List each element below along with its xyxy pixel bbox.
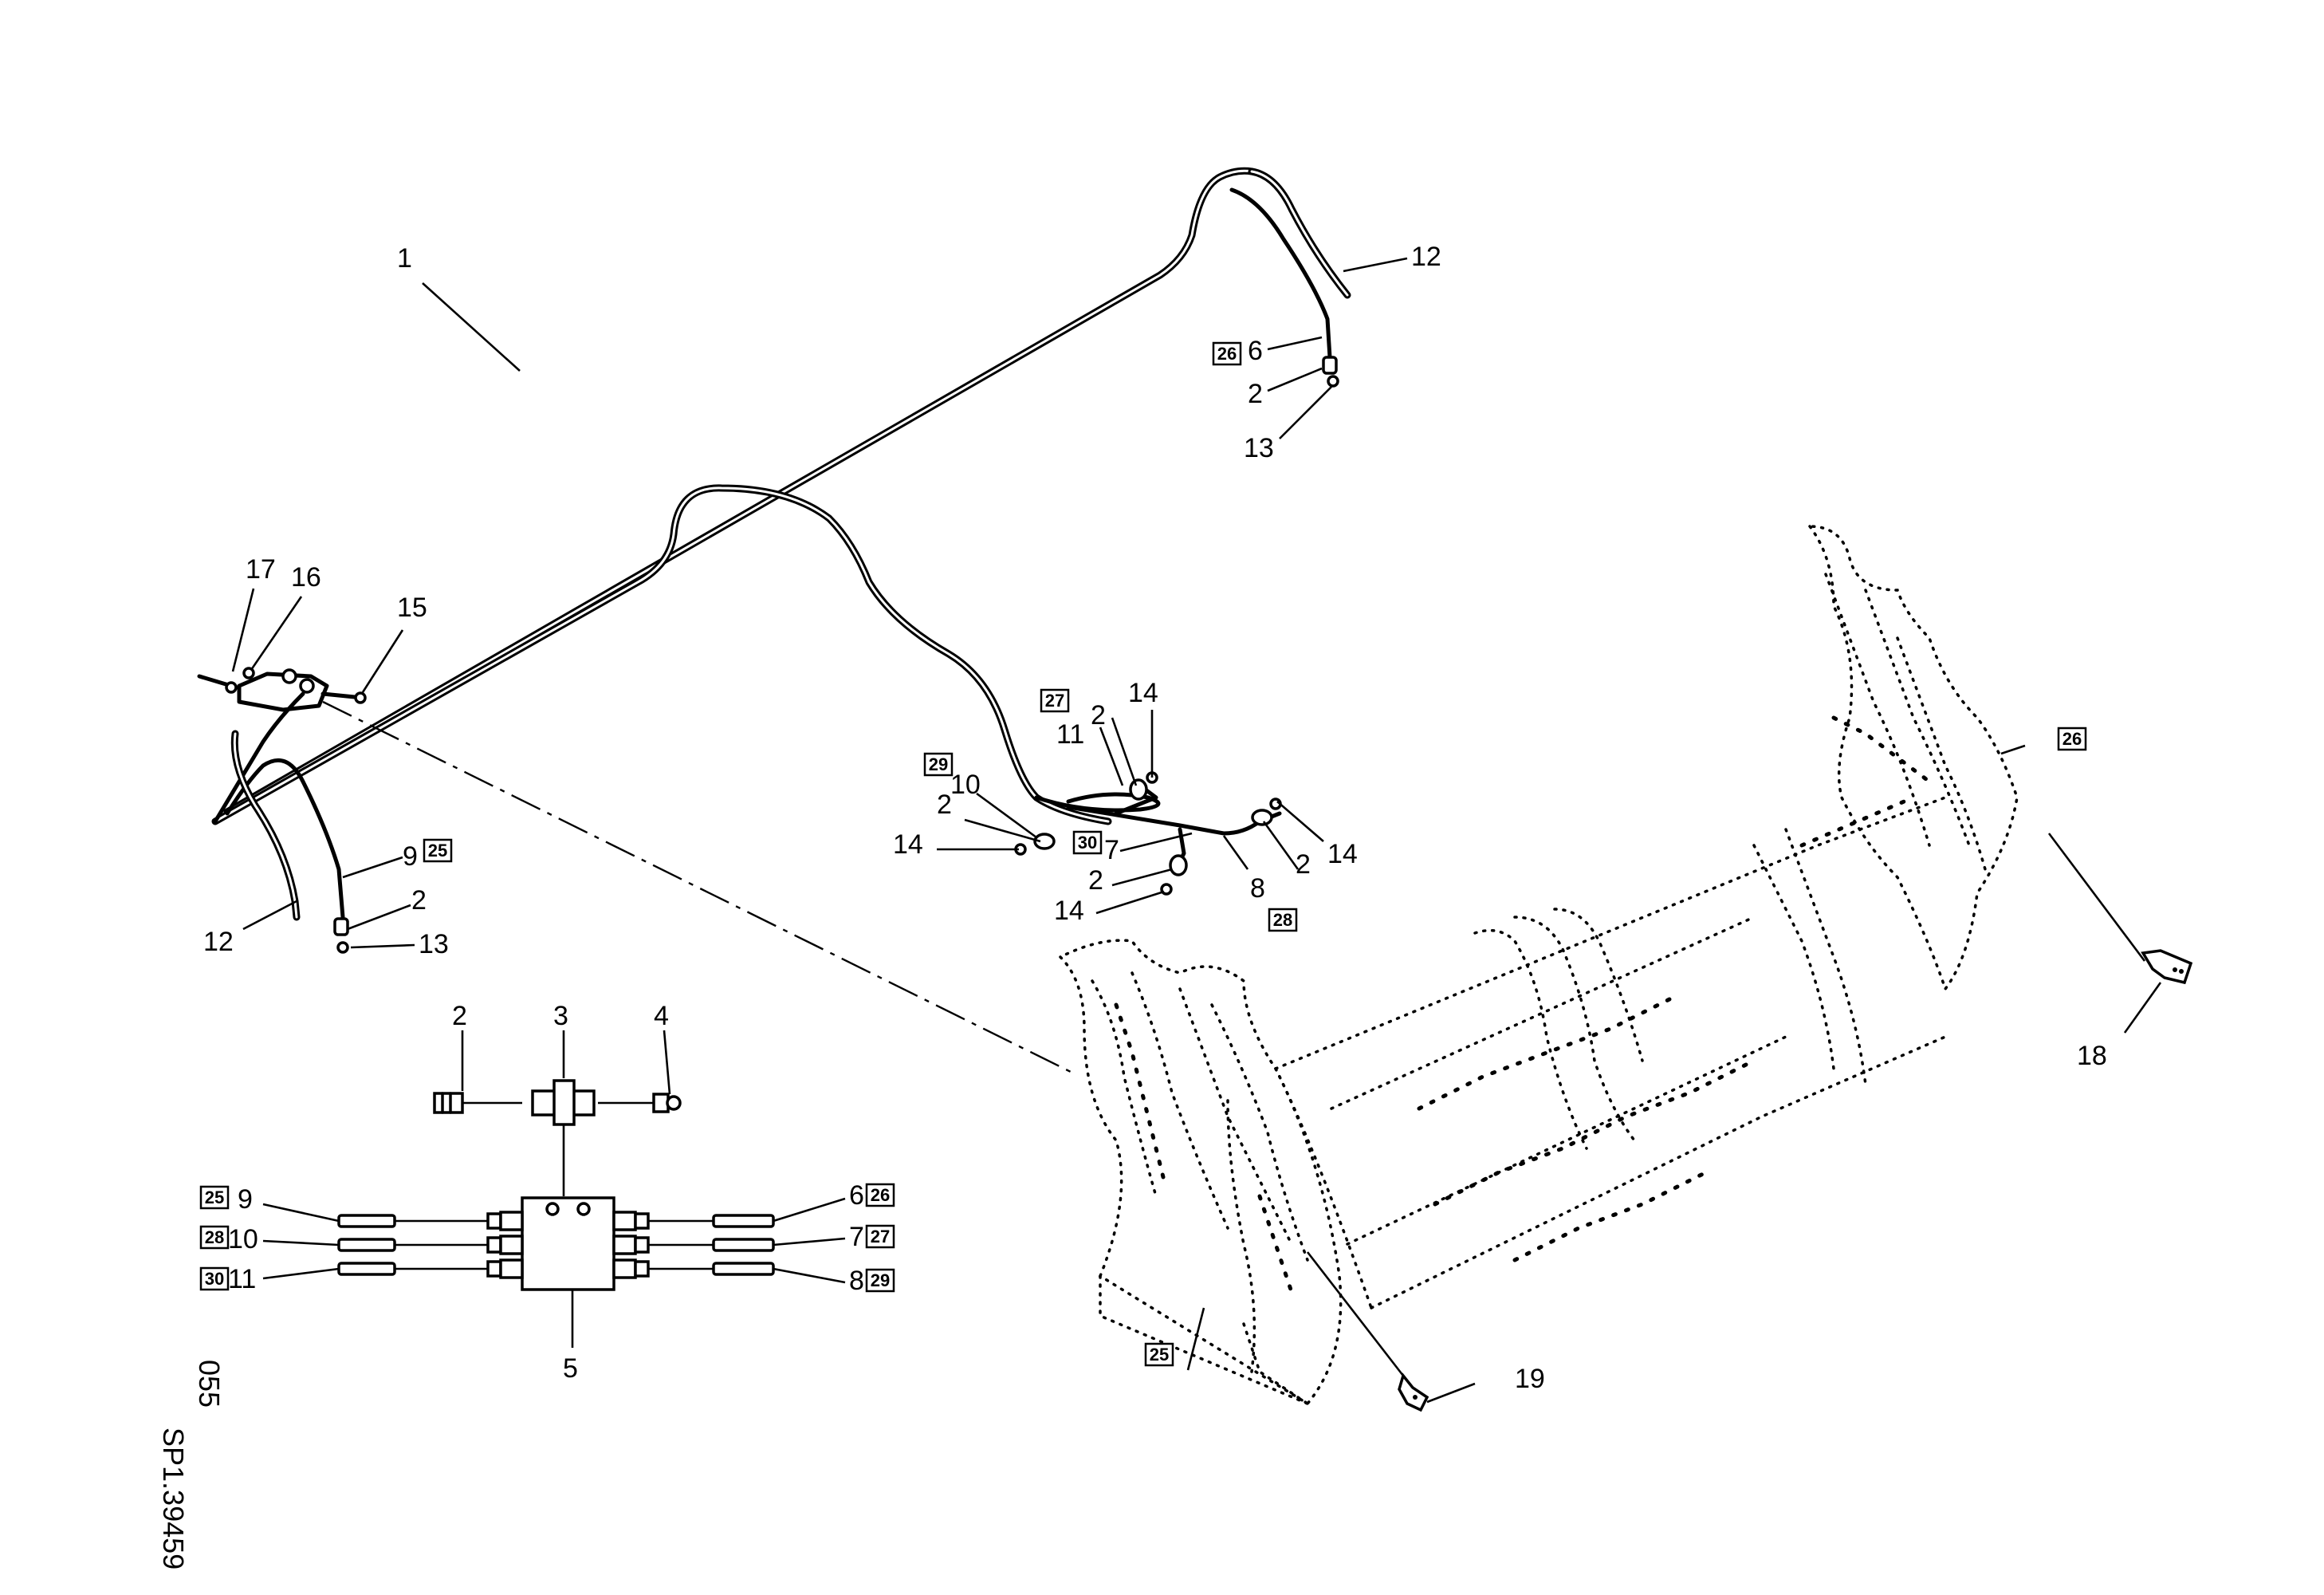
- drawing-code: SP1.39459: [157, 1428, 190, 1569]
- callout-11-detail: 11: [228, 1264, 256, 1294]
- box-29-mid: 29: [923, 752, 954, 777]
- svg-text:26: 26: [1217, 344, 1237, 364]
- callout-2-detail: 2: [452, 1001, 467, 1031]
- svg-text:26: 26: [2063, 729, 2082, 749]
- callout-15: 15: [397, 593, 427, 623]
- svg-text:25: 25: [205, 1187, 224, 1207]
- drawing-suffix: 055: [193, 1360, 226, 1408]
- callout-1: 1: [397, 243, 412, 274]
- callout-19: 19: [1515, 1364, 1545, 1394]
- callout-12-left: 12: [203, 927, 234, 957]
- box-25-detail: 25: [199, 1185, 230, 1210]
- svg-text:27: 27: [1045, 691, 1064, 711]
- box-25-left: 25: [423, 838, 453, 863]
- callout-2-mid-top: 2: [1091, 700, 1106, 731]
- svg-text:30: 30: [205, 1269, 224, 1289]
- svg-text:30: 30: [1078, 833, 1097, 853]
- box-26-detail: 26: [865, 1183, 895, 1207]
- box-30-detail: 30: [199, 1266, 230, 1291]
- callout-4-detail: 4: [654, 1001, 669, 1031]
- callout-14-mid-right: 14: [1327, 839, 1358, 869]
- callout-14-mid-low: 14: [1054, 896, 1084, 926]
- pipe-assembly: [197, 167, 1351, 954]
- distribution-block-detail: [337, 1079, 775, 1291]
- callout-8-mid: 8: [1250, 873, 1265, 904]
- box-27-mid: 27: [1040, 688, 1070, 713]
- svg-text:28: 28: [1273, 910, 1292, 930]
- callout-9-top: 9: [403, 841, 418, 872]
- callout-2-mid-right: 2: [1296, 849, 1311, 880]
- svg-text:28: 28: [205, 1227, 224, 1247]
- callout-17: 17: [246, 554, 276, 585]
- callout-7-detail: 7: [849, 1222, 864, 1252]
- callout-2-mid-low: 2: [1088, 865, 1103, 896]
- boxed-references: 26 25 27 29 30 28 26 25 25 28 30 26 27 2…: [199, 341, 2087, 1367]
- callout-3-detail: 3: [553, 1001, 568, 1031]
- box-29-detail: 29: [865, 1268, 895, 1293]
- callout-16: 16: [291, 562, 321, 593]
- svg-text:26: 26: [871, 1185, 890, 1205]
- callout-12-top: 12: [1411, 242, 1441, 272]
- callout-2-mid-left: 2: [937, 790, 952, 820]
- callout-6-detail: 6: [849, 1180, 864, 1211]
- box-30-mid: 30: [1072, 830, 1103, 855]
- machine-frame-outline: [1059, 525, 2193, 1412]
- callout-13-left: 13: [419, 929, 449, 959]
- svg-text:25: 25: [1150, 1345, 1169, 1365]
- callout-8-detail: 8: [849, 1266, 864, 1296]
- box-26-top: 26: [1212, 341, 1242, 366]
- callout-labels: 1 12 6 2 13 17 16 15 9 2 13 12 11 2 14 1…: [203, 242, 2107, 1394]
- svg-text:27: 27: [871, 1227, 890, 1246]
- box-26-body: 26: [2057, 727, 2087, 751]
- svg-text:29: 29: [929, 754, 948, 774]
- callout-10-detail: 10: [228, 1224, 258, 1254]
- callout-7-mid: 7: [1104, 835, 1119, 865]
- box-28-mid: 28: [1268, 908, 1298, 932]
- box-27-detail: 27: [865, 1224, 895, 1249]
- callout-9-detail: 9: [238, 1184, 253, 1215]
- callout-5-detail: 5: [563, 1353, 578, 1384]
- callout-2-top: 2: [1248, 379, 1263, 409]
- reference-line: [322, 700, 1073, 1074]
- callout-11-mid: 11: [1056, 719, 1084, 750]
- callout-13-top: 13: [1244, 433, 1274, 463]
- svg-text:25: 25: [428, 841, 447, 861]
- callout-18: 18: [2077, 1041, 2107, 1071]
- callout-6-top: 6: [1248, 336, 1263, 366]
- callout-2-left: 2: [411, 885, 427, 916]
- box-28-detail: 28: [199, 1225, 230, 1250]
- callout-14-mid-left: 14: [893, 829, 923, 860]
- leader-lines: [231, 257, 2162, 1404]
- svg-text:29: 29: [871, 1270, 890, 1290]
- callout-14-mid-top: 14: [1128, 678, 1158, 708]
- box-25-body: 25: [1144, 1342, 1174, 1367]
- callout-10-mid: 10: [950, 770, 981, 800]
